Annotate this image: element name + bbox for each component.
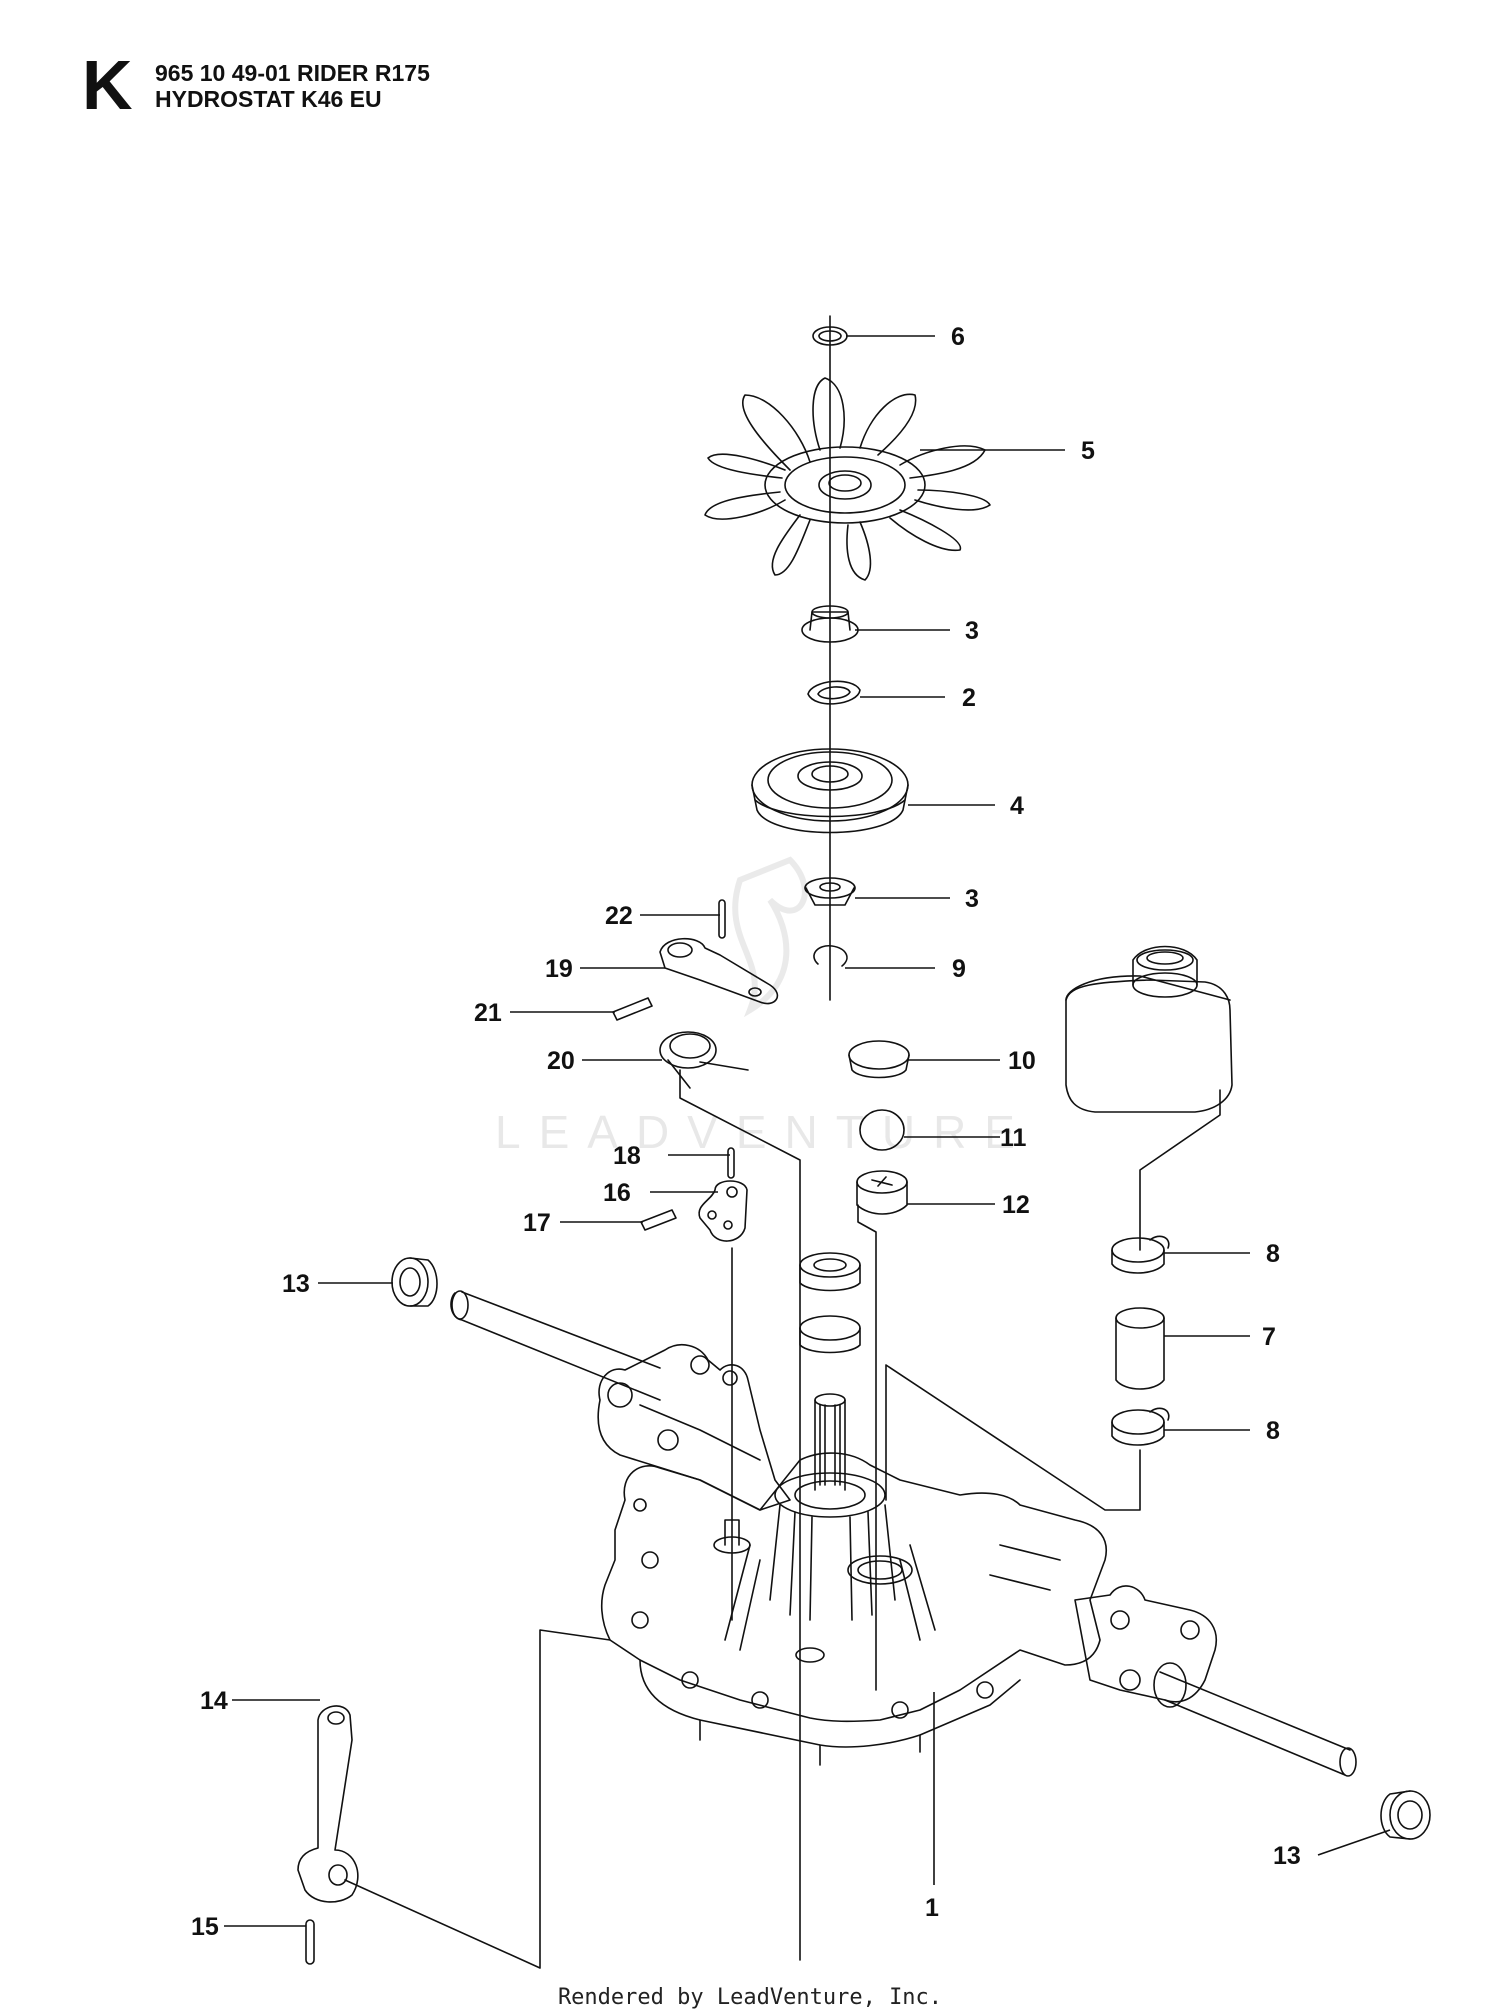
part-3-lower-nut [804,877,856,906]
part-13-right-axle-seal [1380,1790,1431,1840]
part-8-lower-hose-clamp [1111,1407,1170,1446]
part-5-cooling-fan [704,377,991,581]
diagram-title: 965 10 49-01 RIDER R175 HYDROSTAT K46 EU [155,60,430,112]
part-9-e-clip [813,945,848,967]
callout-10: 10 [1008,1047,1036,1075]
callout-1: 1 [925,1894,939,1922]
callout-13-left: 13 [282,1270,310,1298]
callout-5: 5 [1081,437,1095,465]
leader-hose-to-body [885,1364,1141,1511]
part-11-plug [859,1109,905,1151]
part-14-brake-lever [297,1705,359,1903]
part-4-pulley [751,748,909,834]
callout-17: 17 [523,1209,551,1237]
oil-reservoir-tank [1065,945,1233,1113]
callout-8-upper: 8 [1266,1240,1280,1268]
leader-tank-hose [1139,1089,1221,1251]
callout-4: 4 [1010,792,1024,820]
callout-16: 16 [603,1179,631,1207]
section-letter: K [82,46,133,124]
callout-6: 6 [951,323,965,351]
part-19-control-arm [659,937,779,1005]
callout-18: 18 [613,1142,641,1170]
callout-12: 12 [1002,1191,1030,1219]
callout-labels: 6 5 3 2 4 3 9 22 19 21 20 10 11 18 16 17… [191,323,1301,1941]
callout-19: 19 [545,955,573,983]
part-2-washer [807,680,861,705]
callout-22: 22 [605,902,633,930]
part-20-torsion-spring [659,1031,749,1089]
shaft-bearing [799,1252,861,1354]
callout-14: 14 [200,1687,228,1715]
leader-linkage-20 [679,1069,801,1961]
part-22-pin [718,899,726,939]
callout-3-upper: 3 [965,617,979,645]
watermark-text: LEADVENTURE [495,1106,1033,1158]
part-17-pin [640,1209,677,1231]
footer-credit: Rendered by LeadVenture, Inc. [557,1985,943,2010]
callout-8-lower: 8 [1266,1417,1280,1445]
callout-leaders [224,335,1391,1927]
callout-2: 2 [962,684,976,712]
callout-3-lower: 3 [965,885,979,913]
callout-21: 21 [474,999,502,1027]
callout-7: 7 [1262,1323,1276,1351]
part-18-pin [727,1147,735,1179]
callout-20: 20 [547,1047,575,1075]
part-21-pin [612,997,653,1021]
part-10-cap [848,1040,910,1079]
part-16-bracket [698,1180,748,1242]
callout-9: 9 [952,955,966,983]
part-13-left-axle-seal [391,1257,438,1307]
callout-13-right: 13 [1273,1842,1301,1870]
part-15-pin [305,1919,315,1965]
leader-lever-to-body [344,1629,611,1969]
callout-15: 15 [191,1913,219,1941]
part-8-upper-hose-clamp [1111,1235,1170,1274]
part-7-hose [1115,1307,1165,1390]
title-line-1: 965 10 49-01 RIDER R175 [155,60,430,86]
right-axle-shaft [1153,1662,1357,1777]
callout-11: 11 [1000,1124,1027,1152]
left-axle-shaft [450,1290,661,1401]
title-line-2: HYDROSTAT K46 EU [155,86,382,112]
leader-linkage-12 [857,1204,877,1691]
watermark: LEADVENTURE [495,856,1033,1158]
part-1-transaxle-housing [597,1344,1217,1766]
part-12-filter-cap [856,1170,908,1215]
